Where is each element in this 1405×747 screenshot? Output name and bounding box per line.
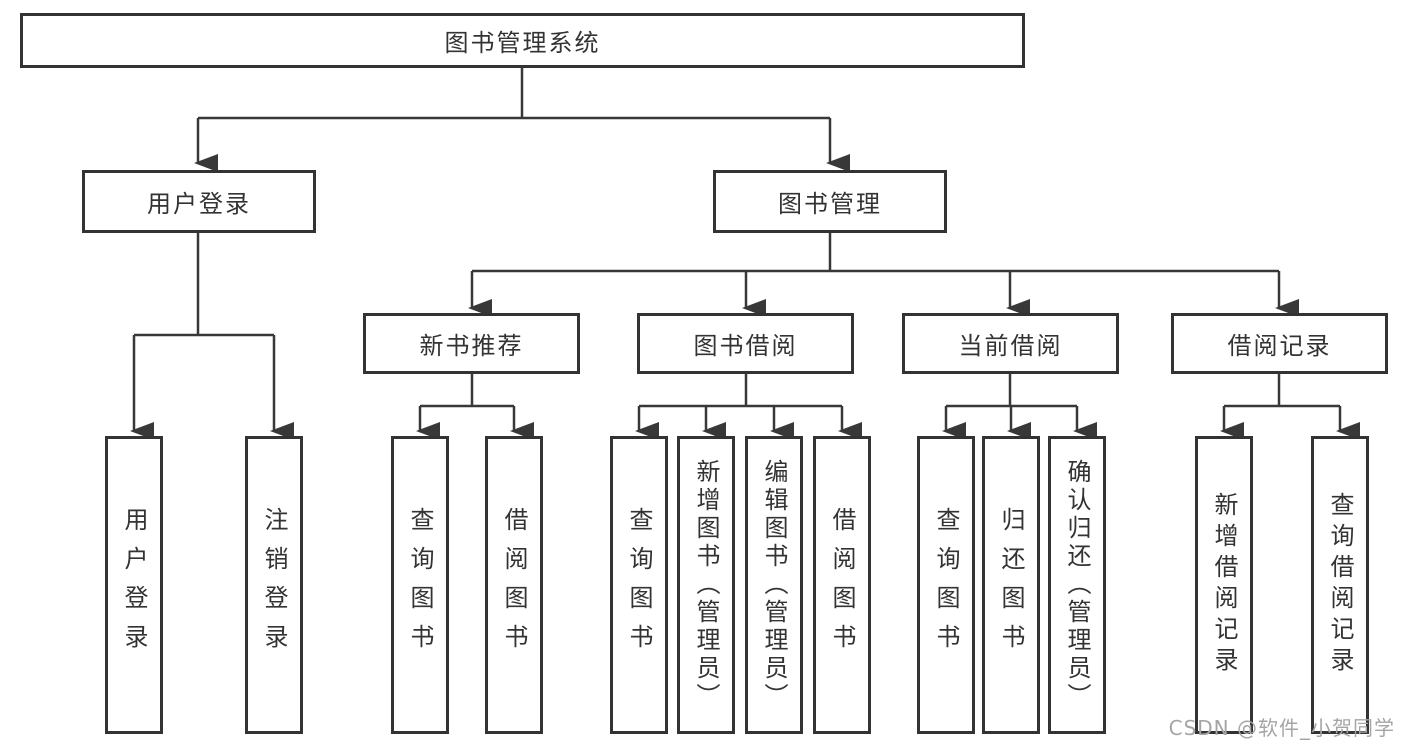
node-user-login-label: 用户登录: [147, 190, 251, 218]
leaf-query-books-current: 查询图书: [917, 436, 975, 734]
node-library-system: 图书管理系统: [20, 13, 1025, 68]
leaf-borrow-book: 借阅图书: [813, 436, 871, 734]
node-book-borrow-label: 图书借阅: [693, 332, 798, 360]
node-borrow-records: 借阅记录: [1171, 313, 1388, 374]
leaf-add-borrow-record-label: 新增借阅记录: [1210, 492, 1238, 678]
leaf-confirm-return-admin-label: 确认归还（管理员）: [1063, 459, 1091, 711]
leaf-query-borrow-record-label: 查询借阅记录: [1326, 492, 1354, 678]
leaf-add-book-admin-label: 新增图书（管理员）: [692, 459, 720, 711]
leaf-confirm-return-admin: 确认归还（管理员）: [1048, 436, 1106, 734]
leaf-query-books-borrow-label: 查询图书: [625, 507, 653, 663]
leaf-add-book-admin: 新增图书（管理员）: [677, 436, 735, 734]
node-current-borrow: 当前借阅: [902, 313, 1119, 374]
node-current-borrow-label: 当前借阅: [958, 332, 1063, 360]
leaf-logout: 注销登录: [245, 436, 303, 734]
leaf-borrow-book-label: 借阅图书: [828, 507, 856, 663]
csdn-watermark: CSDN @软件_小贺同学: [1168, 716, 1395, 740]
leaf-add-borrow-record: 新增借阅记录: [1195, 436, 1253, 734]
node-book-management: 图书管理: [713, 170, 947, 233]
leaf-borrow-book-recommend-label: 借阅图书: [500, 507, 528, 663]
node-book-borrow: 图书借阅: [637, 313, 854, 374]
leaf-borrow-book-recommend: 借阅图书: [485, 436, 543, 734]
leaf-user-login-label: 用户登录: [120, 507, 148, 663]
node-new-book-recommend: 新书推荐: [363, 313, 580, 374]
leaf-edit-book-admin: 编辑图书（管理员）: [745, 436, 803, 734]
node-library-system-label: 图书管理系统: [444, 29, 601, 57]
node-book-management-label: 图书管理: [778, 190, 882, 218]
leaf-return-book: 归还图书: [982, 436, 1040, 734]
node-new-book-recommend-label: 新书推荐: [419, 332, 524, 360]
leaf-edit-book-admin-label: 编辑图书（管理员）: [760, 459, 788, 711]
leaf-query-borrow-record: 查询借阅记录: [1311, 436, 1369, 734]
leaf-query-books-borrow: 查询图书: [610, 436, 668, 734]
leaf-logout-label: 注销登录: [260, 507, 288, 663]
leaf-query-books-recommend: 查询图书: [391, 436, 449, 734]
node-user-login: 用户登录: [82, 170, 316, 233]
node-borrow-records-label: 借阅记录: [1227, 332, 1332, 360]
leaf-return-book-label: 归还图书: [997, 507, 1025, 663]
leaf-query-books-recommend-label: 查询图书: [406, 507, 434, 663]
leaf-user-login: 用户登录: [105, 436, 163, 734]
leaf-query-books-current-label: 查询图书: [932, 507, 960, 663]
